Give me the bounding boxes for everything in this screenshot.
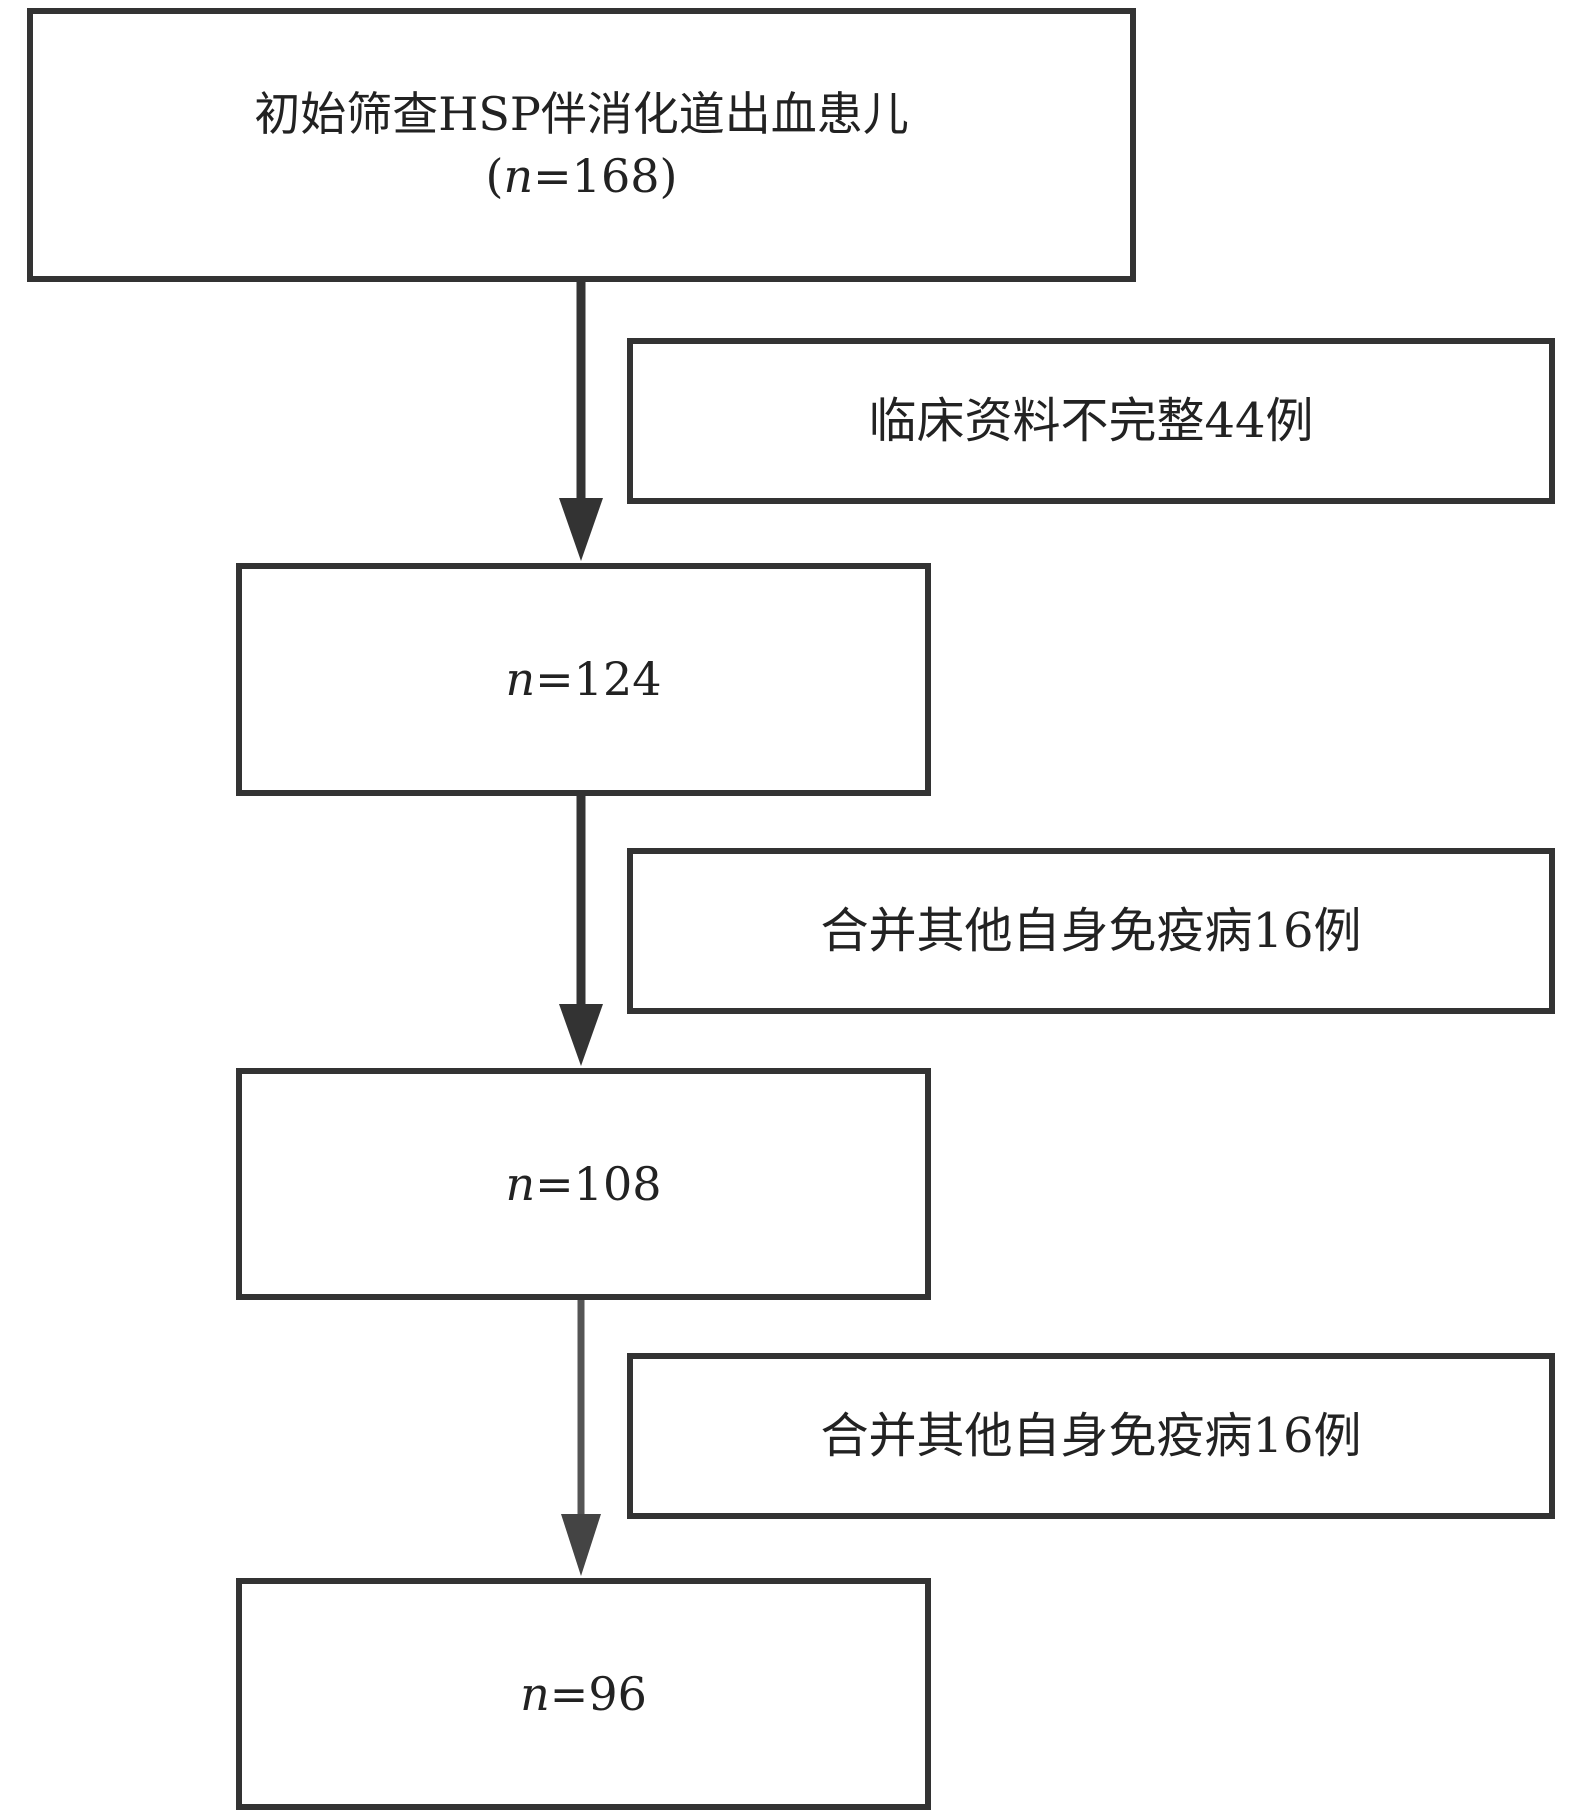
initial-screening-count: (n=168) bbox=[486, 145, 678, 207]
exclusion-box-incomplete-data: 临床资料不完整44例 bbox=[627, 338, 1555, 504]
count-open-paren: ( bbox=[485, 149, 504, 203]
stage-box-3: n=96 bbox=[236, 1578, 931, 1810]
stage-value: =96 bbox=[549, 1666, 647, 1721]
stage-variable: n bbox=[520, 1666, 550, 1721]
stage-variable: n bbox=[505, 652, 536, 707]
initial-screening-box: 初始筛查HSP伴消化道出血患儿 (n=168) bbox=[27, 8, 1136, 282]
stage-value: =108 bbox=[535, 1156, 662, 1211]
count-variable: n bbox=[503, 149, 534, 203]
exclusion-box-autoimmune-2: 合并其他自身免疫病16例 bbox=[627, 1353, 1555, 1519]
stage-value: =124 bbox=[535, 652, 662, 707]
stage-count: n=108 bbox=[506, 1153, 662, 1215]
arrowhead-1 bbox=[559, 498, 603, 561]
stage-box-2: n=108 bbox=[236, 1068, 931, 1300]
exclusion-label: 合并其他自身免疫病16例 bbox=[820, 902, 1362, 959]
count-value: =168 bbox=[533, 149, 660, 203]
arrowhead-2 bbox=[559, 1004, 603, 1066]
arrowhead-3 bbox=[561, 1514, 601, 1576]
stage-variable: n bbox=[505, 1156, 536, 1211]
exclusion-box-autoimmune-1: 合并其他自身免疫病16例 bbox=[627, 848, 1555, 1014]
stage-count: n=96 bbox=[520, 1663, 647, 1725]
exclusion-label: 临床资料不完整44例 bbox=[868, 392, 1314, 449]
exclusion-label: 合并其他自身免疫病16例 bbox=[820, 1407, 1362, 1464]
stage-box-1: n=124 bbox=[236, 563, 931, 796]
stage-count: n=124 bbox=[506, 648, 662, 710]
initial-screening-label: 初始筛查HSP伴消化道出血患儿 bbox=[254, 86, 909, 141]
count-close-paren: ) bbox=[659, 149, 678, 203]
